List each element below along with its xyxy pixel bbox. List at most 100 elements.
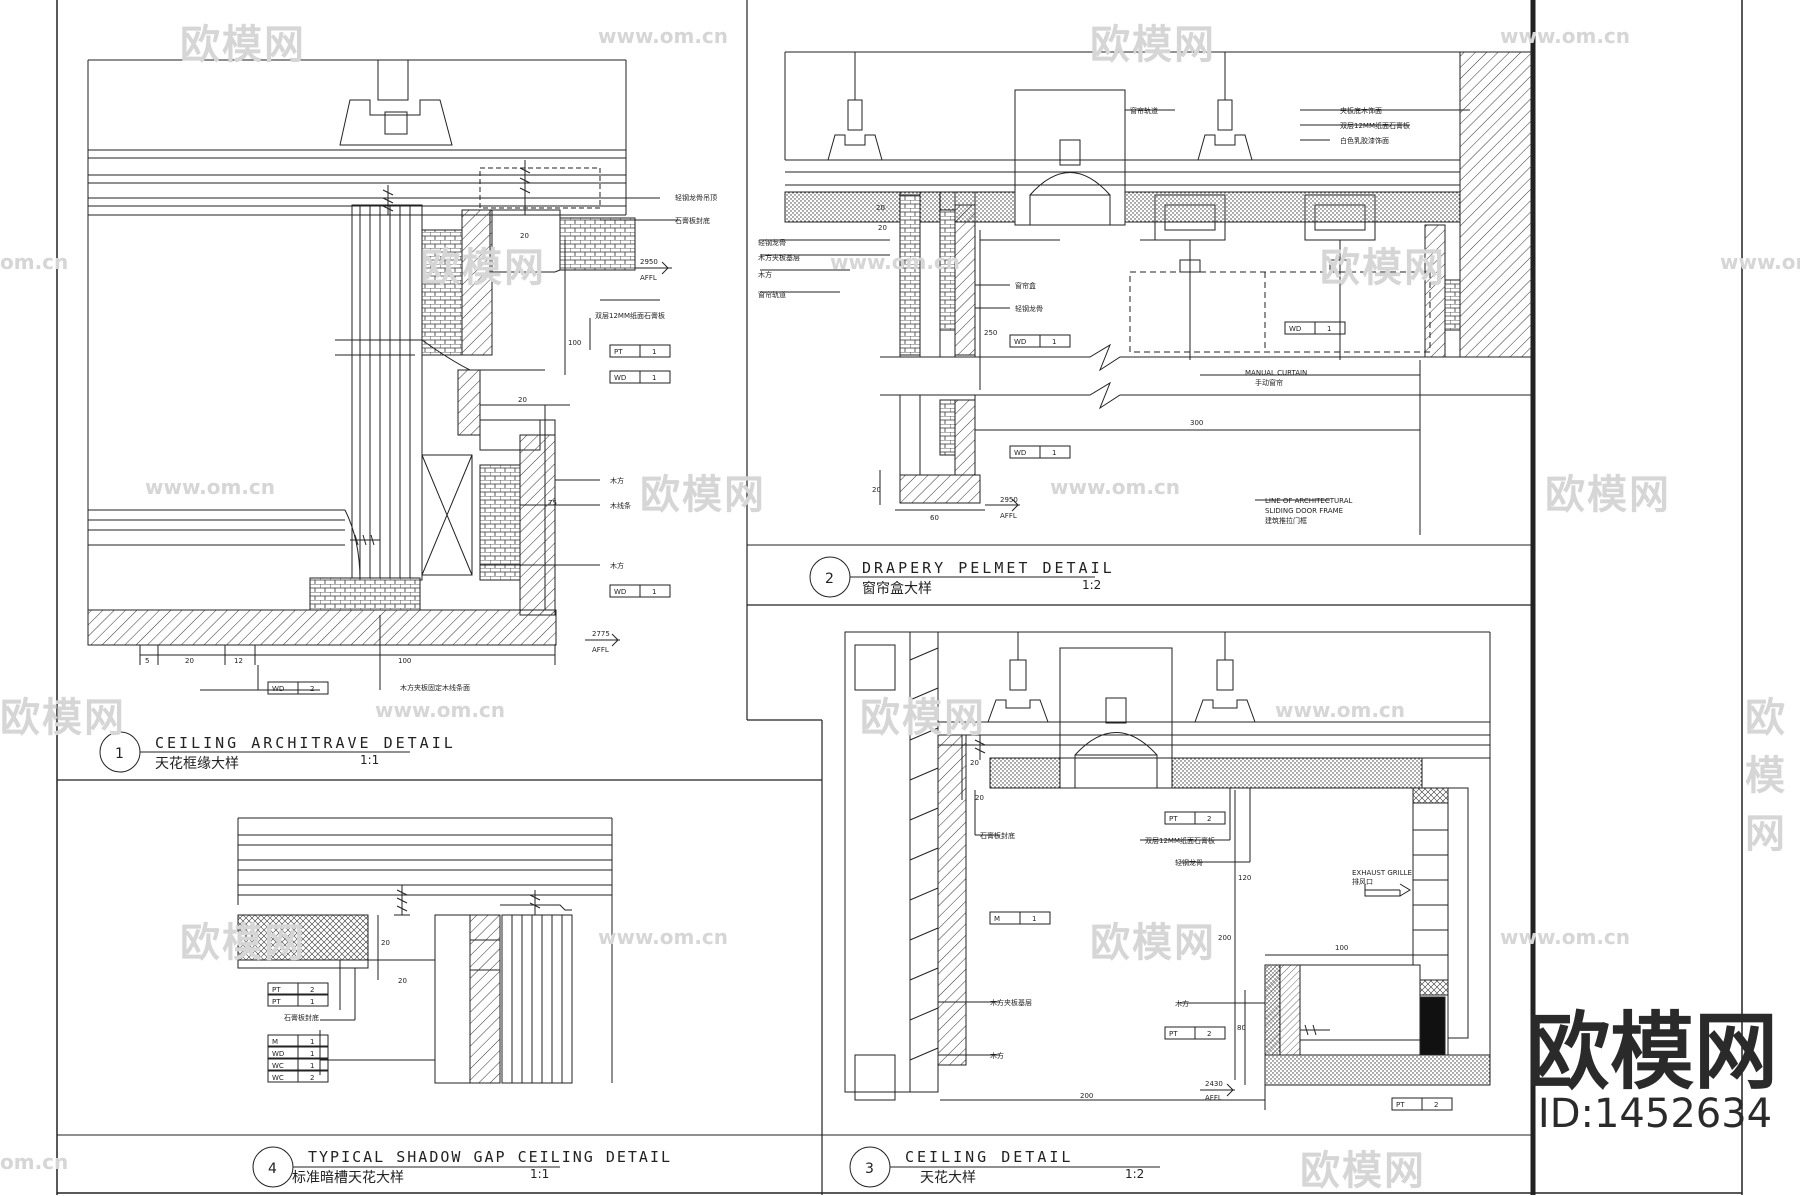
d1-dim: 100 xyxy=(568,339,581,347)
d3-tag-code: PT xyxy=(1169,815,1178,823)
d2-tag-num: 1 xyxy=(1052,338,1056,346)
d2-note: 窗帘盒 xyxy=(1015,281,1036,290)
d1-dim: 20 xyxy=(520,232,529,240)
d2-title-en: DRAPERY PELMET DETAIL xyxy=(862,559,1115,577)
detail-4-shadow-gap xyxy=(237,817,613,1188)
d4-title-en: TYPICAL SHADOW GAP CEILING DETAIL xyxy=(308,1148,672,1166)
d3-note: 轻钢龙骨 xyxy=(1175,858,1203,867)
d2-tag-code: WD xyxy=(1014,338,1026,346)
d3-dim: 20 xyxy=(970,759,979,767)
d1-tag-code: WD xyxy=(614,588,626,596)
d2-note: 轻钢龙骨 xyxy=(758,238,786,247)
d3-dim: 200 xyxy=(1218,934,1231,942)
d4-tag-num: 1 xyxy=(310,1050,314,1058)
d4-title-cn: 标准暗槽天花大样 xyxy=(292,1170,404,1186)
d2-scale: 1:2 xyxy=(1082,578,1101,592)
d4-tag-num: 1 xyxy=(310,998,314,1006)
d2-dim: 60 xyxy=(930,514,939,522)
brand-stamp: 欧模网 xyxy=(1525,1003,1778,1101)
d2-dim: 20 xyxy=(878,224,887,232)
d2-title-cn: 窗帘盒大样 xyxy=(862,580,932,597)
d1-tag-num: 1 xyxy=(652,348,656,356)
d3-title-en: CEILING DETAIL xyxy=(905,1148,1073,1166)
d3-tag-num: 2 xyxy=(1207,815,1211,823)
d3-note: 木方 xyxy=(1175,999,1189,1008)
detail-3-text: 石膏板封底 双层12MM纸面石膏板 轻钢龙骨 木方夹板基层 木方 木方 PT 2… xyxy=(865,759,1438,1186)
d2-tag-num: 1 xyxy=(1052,449,1056,457)
d3-number: 3 xyxy=(865,1161,874,1177)
d1-level: 2775 xyxy=(592,630,610,638)
d1-level-unit: AFFL xyxy=(592,646,609,654)
d1-note: 轻钢龙骨吊顶 xyxy=(675,193,717,202)
d1-tag-num: 2 xyxy=(310,685,314,693)
d1-dim: 100 xyxy=(398,657,411,665)
detail-4-text: 石膏板封底 PT 2 PT 1 M 1 WD 1 WC 1 WC 2 20 20… xyxy=(268,939,672,1186)
d1-note: 双层12MM纸面石膏板 xyxy=(595,311,665,320)
d4-tag-code: PT xyxy=(272,998,281,1006)
d2-frame-2: SLIDING DOOR FRAME xyxy=(1265,507,1343,515)
d4-tag-code: WD xyxy=(272,1050,284,1058)
d2-note: 窗帘轨道 xyxy=(1130,106,1158,115)
d2-tag-code: WD xyxy=(1014,449,1026,457)
d2-note: 窗帘轨道 xyxy=(758,290,786,299)
d1-tag-num: 1 xyxy=(652,588,656,596)
d4-tag-num: 1 xyxy=(310,1038,314,1046)
d3-tag-num: 1 xyxy=(1032,915,1036,923)
d2-level: 2950 xyxy=(1000,496,1018,504)
detail-3-ceiling xyxy=(844,631,1491,1188)
d2-curtain-cn: 手动窗帘 xyxy=(1255,378,1283,387)
detail-1-ceiling-architrave xyxy=(87,59,680,773)
d2-dim: 250 xyxy=(984,329,997,337)
d4-dim: 20 xyxy=(398,977,407,985)
d2-note: 夹板底木饰面 xyxy=(1340,106,1382,115)
d2-curtain: MANUAL CURTAIN xyxy=(1245,369,1307,377)
d1-level: 2950 xyxy=(640,258,658,266)
d3-note: 石膏板封底 xyxy=(980,831,1015,840)
d3-tag-code: M xyxy=(994,915,1000,923)
d1-level-unit: AFFL xyxy=(640,274,657,282)
d2-frame-1: LINE OF ARCHITECTURAL xyxy=(1265,497,1352,505)
d3-dim: 120 xyxy=(1238,874,1251,882)
d2-dim: 300 xyxy=(1190,419,1203,427)
d1-number: 1 xyxy=(115,746,124,762)
d1-note: 木方 xyxy=(610,561,624,570)
d3-level-unit: AFFL xyxy=(1205,1094,1222,1102)
d4-tag-code: WC xyxy=(272,1062,284,1070)
d3-tag-code: PT xyxy=(1396,1101,1405,1109)
d3-scale: 1:2 xyxy=(1125,1167,1144,1181)
d2-dim: 20 xyxy=(876,204,885,212)
d4-tag-num: 1 xyxy=(310,1062,314,1070)
d4-tag-num: 2 xyxy=(310,1074,314,1082)
d1-note: 木方 xyxy=(610,476,624,485)
d2-number: 2 xyxy=(825,571,834,587)
d1-tag-code: WD xyxy=(272,685,284,693)
d3-tag-code: PT xyxy=(1169,1030,1178,1038)
d1-title-en: CEILING ARCHITRAVE DETAIL xyxy=(155,734,456,752)
detail-1-text: 轻钢龙骨吊顶 石膏板封底 双层12MM纸面石膏板 木方 木线条 木方 PT 1 … xyxy=(115,193,717,772)
d2-level-unit: AFFL xyxy=(1000,512,1017,520)
d3-note: 双层12MM纸面石膏板 xyxy=(1145,836,1215,845)
d1-dim: 12 xyxy=(234,657,243,665)
d1-title-cn: 天花框缘大样 xyxy=(155,756,239,772)
d3-note: 木方 xyxy=(990,1051,1004,1060)
d4-tag-num: 2 xyxy=(310,986,314,994)
d4-dim: 20 xyxy=(381,939,390,947)
d3-title-cn: 天花大样 xyxy=(920,1170,976,1186)
d3-tag-num: 2 xyxy=(1434,1101,1438,1109)
d1-note: 木线条 xyxy=(610,501,631,510)
d2-note: 双层12MM纸面石膏板 xyxy=(1340,121,1410,130)
brand-stamp-id: ID:1452634 xyxy=(1537,1091,1773,1137)
d4-note: 石膏板封底 xyxy=(284,1013,319,1022)
d2-dim: 20 xyxy=(872,486,881,494)
d1-dim: 75 xyxy=(548,499,557,507)
d1-tag-code: PT xyxy=(614,348,623,356)
d4-tag-code: PT xyxy=(272,986,281,994)
d3-dim: 20 xyxy=(975,794,984,802)
d2-tag-code: WD xyxy=(1289,325,1301,333)
d4-number: 4 xyxy=(268,1161,277,1177)
d2-note: 白色乳胶漆饰面 xyxy=(1340,136,1389,145)
d1-scale: 1:1 xyxy=(360,753,379,767)
d1-dim: 20 xyxy=(185,657,194,665)
d3-dim: 200 xyxy=(1080,1092,1093,1100)
